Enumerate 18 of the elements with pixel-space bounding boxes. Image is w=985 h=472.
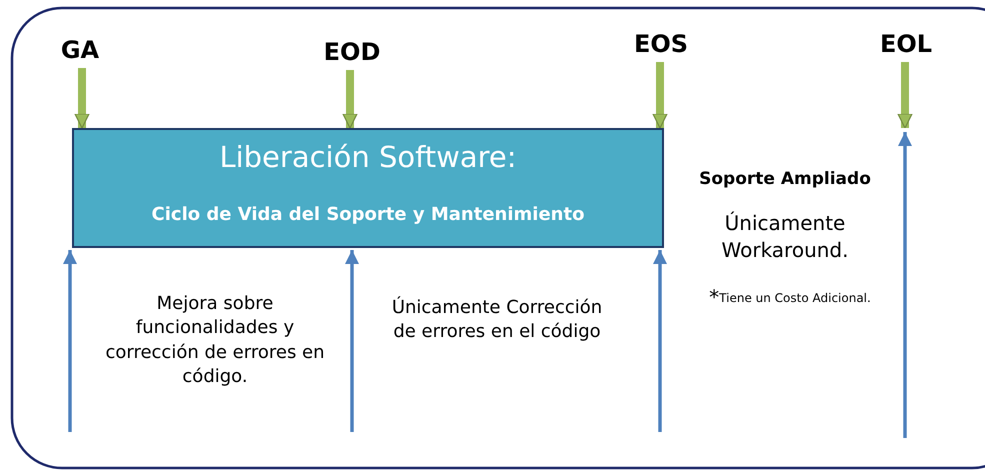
- arrow: [653, 250, 667, 432]
- arrow: [345, 250, 359, 432]
- arrow: [652, 62, 668, 129]
- description-text: Únicamente Corrección de errores en el código: [390, 296, 604, 344]
- arrow: [63, 250, 77, 432]
- box-title: Liberación Software:: [218, 140, 518, 174]
- arrow: [342, 70, 358, 129]
- box-subtitle: Ciclo de Vida del Soporte y Mantenimiento: [150, 204, 586, 225]
- milestone-label: EOL: [873, 32, 939, 58]
- process-box: [72, 128, 664, 248]
- section-heading: Soporte Ampliado: [698, 168, 872, 191]
- milestone-label: EOD: [318, 40, 386, 66]
- description-text: Mejora sobre funcionalidades y corrección de errores en código.: [105, 292, 325, 389]
- description-text: Únicamente Workaround.: [720, 210, 850, 264]
- milestone-label: EOS: [628, 32, 694, 58]
- arrow: [74, 68, 90, 129]
- arrow: [897, 62, 913, 129]
- milestone-label: GA: [52, 38, 108, 64]
